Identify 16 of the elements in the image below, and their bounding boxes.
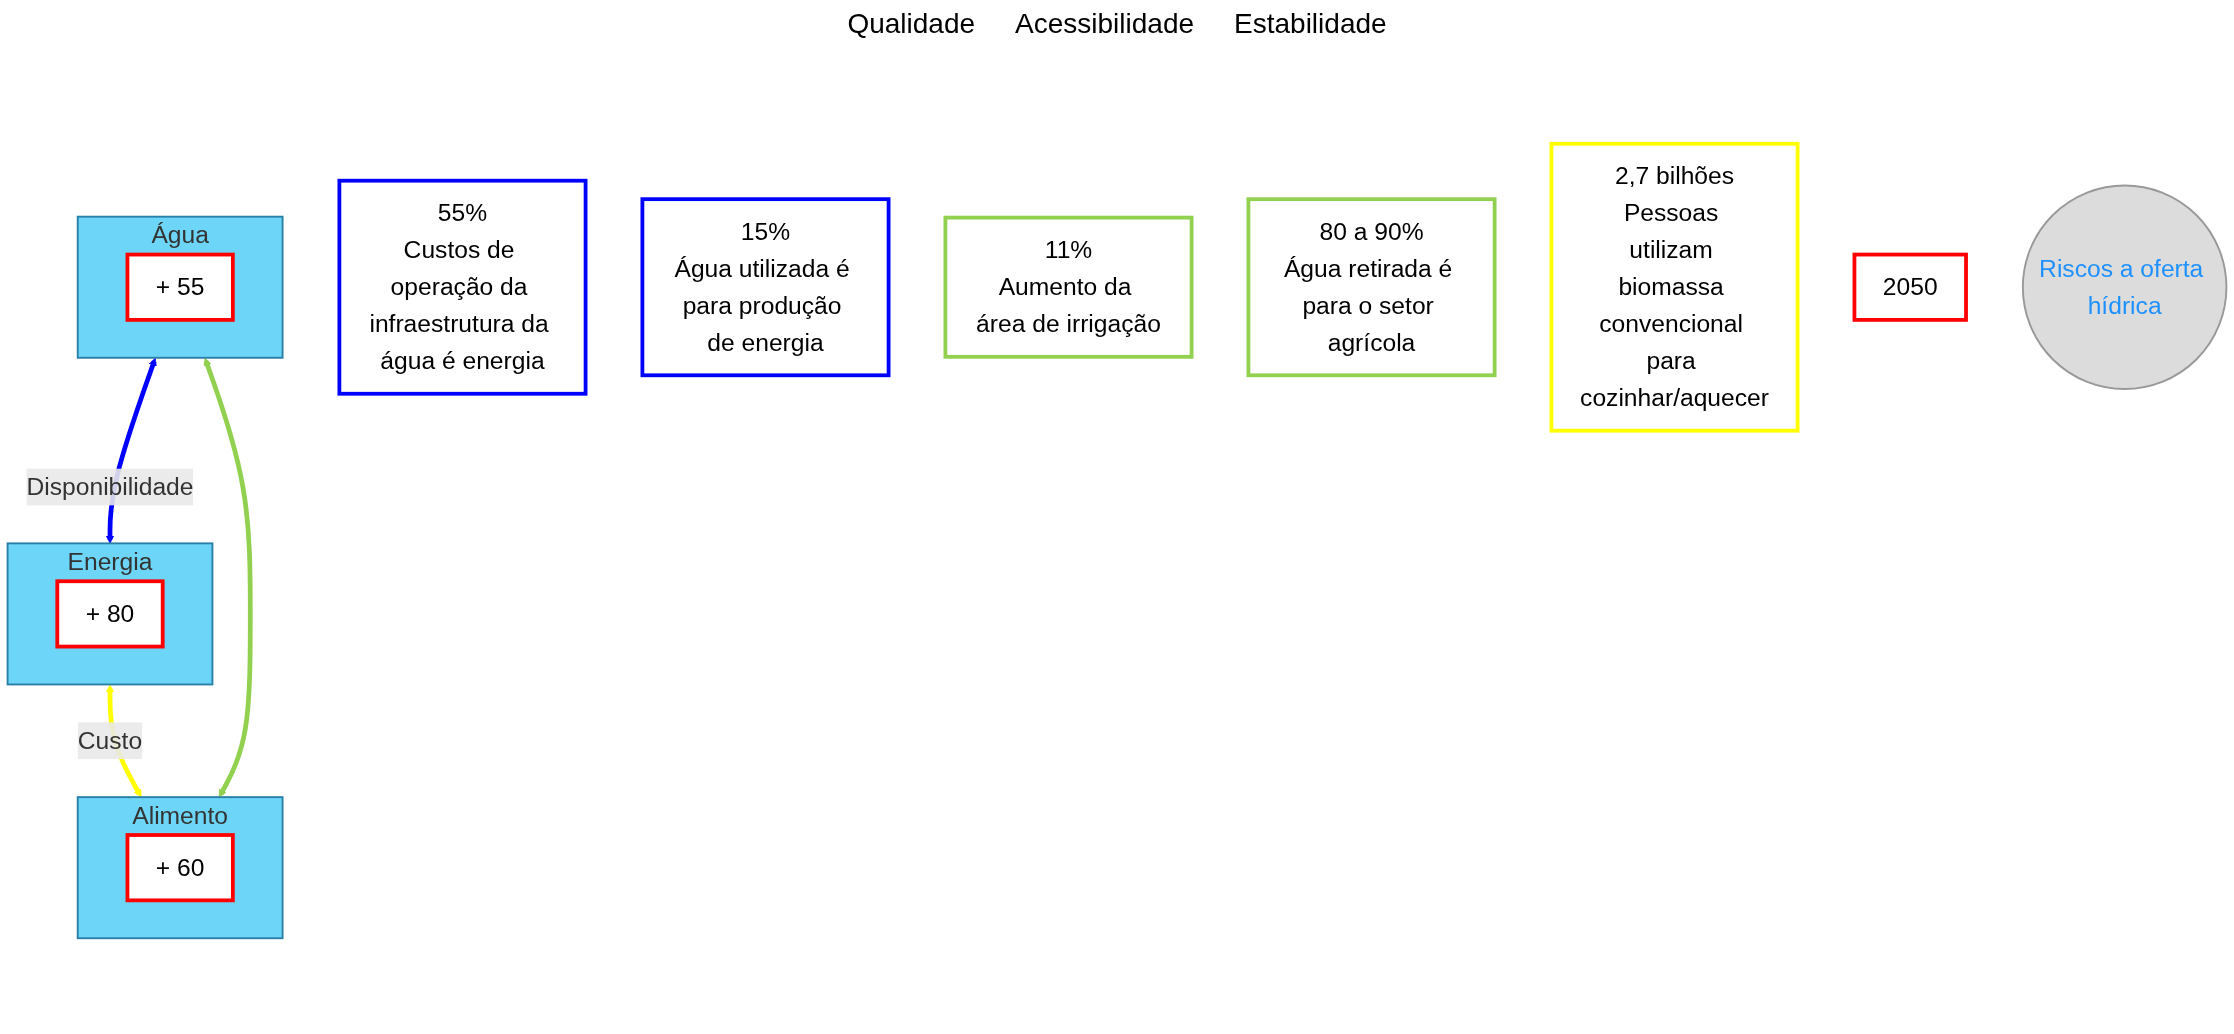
- note-text: Estabilidade: [1234, 8, 1387, 40]
- node-box: 15% Água utilizada é para produção de energia: [640, 197, 891, 378]
- node-circle: Riscos a oferta hídrica: [2021, 184, 2228, 390]
- node-box: 55% Custos de operação da infraestrutura da água é energia: [337, 178, 588, 396]
- node-box: 80 a 90% Água retirada é para o setor agrícola: [1246, 197, 1497, 378]
- node-box: + 60: [125, 833, 235, 903]
- node-box: 2,7 bilhões Pessoas utilizam biomassa convencional para cozinhar/aquecer: [1549, 141, 1800, 433]
- node-box: 11% Aumento da área de irrigação: [943, 215, 1194, 359]
- edge-label: Custo: [77, 726, 143, 755]
- node-box: + 80: [55, 579, 165, 649]
- node-box: 2050: [1852, 252, 1968, 322]
- node-box: + 55: [125, 252, 235, 322]
- arrow: [203, 357, 253, 798]
- note-text: Qualidade: [847, 8, 976, 40]
- note-text: Acessibilidade: [1015, 8, 1195, 40]
- edge-label: Disponibilidade: [26, 472, 194, 501]
